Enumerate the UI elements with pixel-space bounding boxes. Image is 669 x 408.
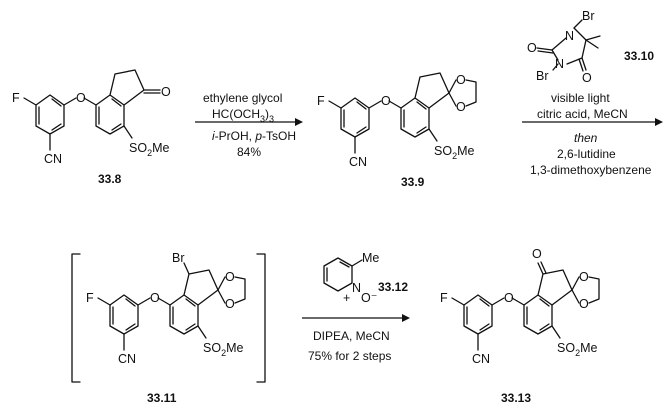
compound-33-13-structure	[451, 261, 600, 351]
atom-label-me: Me	[362, 251, 379, 265]
atom-label-br: Br	[536, 69, 549, 83]
atom-label-o: O	[504, 291, 514, 305]
step2-reagent-line-1: visible light	[551, 91, 610, 105]
step2-reagent-line-3: then	[574, 131, 598, 145]
compound-33-10-structure	[536, 19, 601, 72]
left-bracket	[71, 253, 81, 383]
atom-label-plus: +	[343, 291, 350, 305]
atom-label-f: F	[12, 91, 20, 105]
compound-33-12-structure	[323, 257, 363, 292]
atom-label-o: O	[161, 85, 171, 99]
atom-label-so2me: SO2Me	[557, 341, 597, 358]
compound-label-33-9: 33.9	[401, 175, 425, 189]
atom-label-o: O	[150, 291, 160, 305]
atom-label-so2me: SO2Me	[203, 341, 243, 358]
atom-label-o: O	[582, 71, 592, 85]
atom-label-br: Br	[172, 251, 185, 265]
atom-label-n: N	[555, 57, 564, 71]
atom-label-o: O	[579, 270, 589, 284]
atom-label-cn: CN	[44, 152, 62, 166]
step1-reagent-line-3: i-PrOH, p-TsOH	[212, 129, 296, 143]
compound-33-9-structure	[328, 72, 477, 154]
compound-33-8-structure	[23, 69, 161, 151]
step3-yield: 75% for 2 steps	[308, 349, 391, 363]
atom-label-o: O	[527, 41, 537, 55]
atom-label-n: N	[565, 29, 574, 43]
step2-reagent-line-4: 2,6-lutidine	[557, 147, 616, 161]
atom-label-n-oxide: N	[352, 281, 361, 295]
atom-label-o: O	[225, 270, 235, 284]
step2-reagent-line-2: citric acid, MeCN	[537, 107, 628, 121]
atom-label-o: O	[225, 297, 235, 311]
compound-label-33-8: 33.8	[98, 172, 122, 186]
atom-label-f: F	[440, 291, 448, 305]
atom-label-cn: CN	[349, 155, 367, 169]
step3-arrowhead	[402, 314, 410, 322]
atom-label-so2me: SO2Me	[434, 144, 474, 161]
atom-label-o: O	[456, 100, 466, 114]
step1-reagent-line-1: ethylene glycol	[203, 91, 282, 105]
atom-label-o: O	[579, 297, 589, 311]
step2-arrowhead	[655, 118, 663, 126]
step1-yield: 84%	[237, 145, 261, 159]
compound-33-11-structure	[97, 262, 246, 351]
atom-label-o: O	[381, 94, 391, 108]
compound-label-33-13: 33.13	[501, 391, 531, 405]
step1-reagent-line-2: HC(OCH3)3	[212, 107, 274, 124]
atom-label-f: F	[86, 291, 94, 305]
step1-arrowhead	[295, 118, 303, 126]
right-bracket	[256, 253, 266, 383]
step2-reagent-line-5: 1,3-dimethoxybenzene	[530, 163, 652, 177]
compound-label-33-11: 33.11	[147, 391, 177, 405]
atom-label-br: Br	[582, 9, 595, 23]
atom-label-o: O	[76, 91, 86, 105]
atom-label-cn: CN	[472, 352, 490, 366]
atom-label-cn: CN	[118, 352, 136, 366]
compound-label-33-12: 33.12	[378, 280, 408, 294]
atom-label-o: O	[456, 73, 466, 87]
atom-label-f: F	[317, 94, 325, 108]
step3-reagent-line-1: DIPEA, MeCN	[313, 329, 390, 343]
atom-label-o-minus: O⁻	[361, 291, 377, 305]
atom-label-o: O	[532, 247, 542, 261]
compound-label-33-10: 33.10	[624, 49, 654, 63]
atom-label-so2me: SO2Me	[129, 141, 169, 158]
